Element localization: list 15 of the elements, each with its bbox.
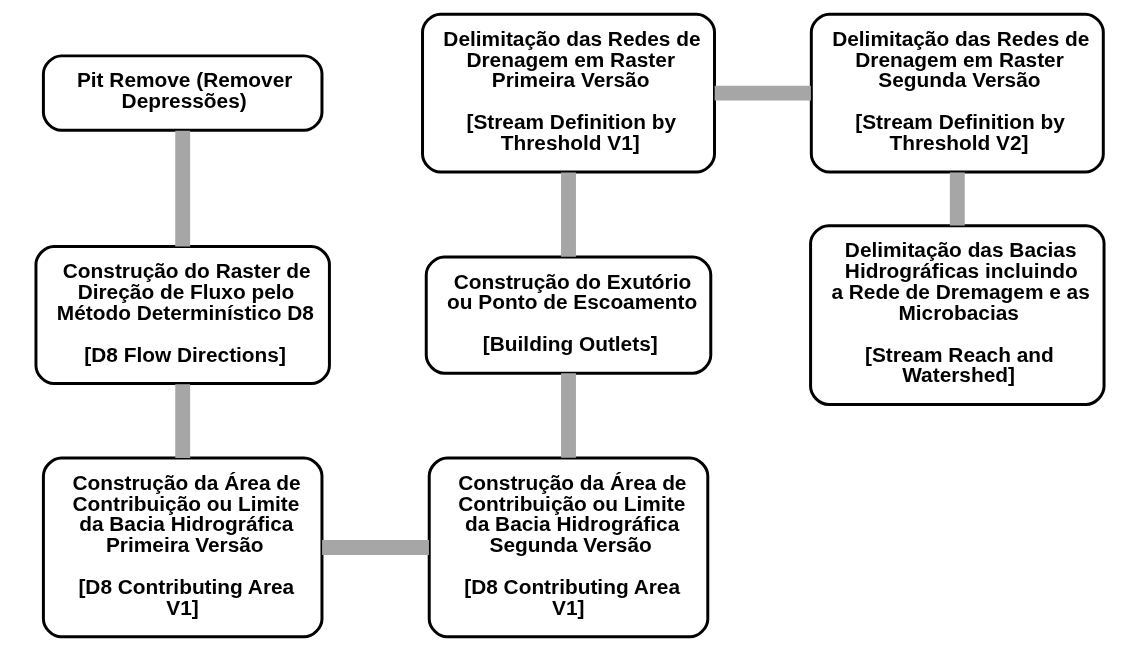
node-box: Delimitação das Redes de Drenagem em Raster Primeira Versão [Stream Definition by Threshold V1] [420, 12, 716, 174]
connector [174, 130, 190, 247]
node-box: Construção do Raster de Direção de Fluxo pelo Método Determinístico D8 [D8 Flow Directions] [33, 245, 331, 386]
node-box: Construção da Área de Contribuição ou Limite da Bacia Hidrográfica Primeira Versão [D8 Contributing Area V1] [41, 456, 323, 639]
connector [321, 540, 429, 555]
node-box: Construção da Área de Contribuição ou Limite da Bacia Hidrográfica Segunda Versão [D8 Contributing Area V1] [427, 456, 709, 639]
connector [560, 373, 576, 458]
node-box: Delimitação das Redes de Drenagem em Raster Segunda Versão [Stream Definition by Threshold V2] [809, 12, 1105, 174]
node-box: Construção do Exutório ou Ponto de Escoamento [Building Outlets] [424, 255, 712, 375]
connector [174, 384, 190, 458]
connector [560, 172, 576, 257]
connector [714, 85, 811, 101]
node-box: Pit Remove (Remover Depressões) [41, 54, 323, 132]
node-box: Delimitação das Bacias Hidrográficas incluindo a Rede de Dremagem e as Microbacias [Stream Reach and Watershed] [808, 224, 1106, 406]
connector [949, 172, 965, 226]
